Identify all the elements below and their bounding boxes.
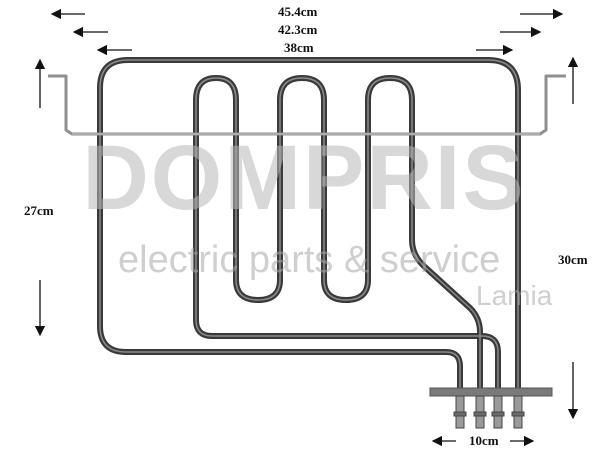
dimension-width-inner: 38cm <box>284 40 314 55</box>
dimension-arrows <box>34 8 579 447</box>
terminal-plate <box>429 387 553 397</box>
watermark-brand: DOMPRIS <box>82 127 526 229</box>
dimension-terminal-span: 10cm <box>469 433 499 448</box>
dimension-width-outer: 45.4cm <box>278 4 318 19</box>
dimension-height-left: 27cm <box>24 203 54 218</box>
terminal-pins <box>453 395 525 429</box>
dimension-height-right: 30cm <box>558 252 588 267</box>
outer-loop <box>97 57 521 411</box>
heating-tube <box>97 57 521 411</box>
dimension-width-middle: 42.3cm <box>278 22 318 37</box>
support-bracket <box>48 74 566 136</box>
watermark-city: Lamia <box>476 280 553 311</box>
watermark-tagline: electric parts & service <box>118 239 501 281</box>
terminal-block <box>429 387 553 429</box>
